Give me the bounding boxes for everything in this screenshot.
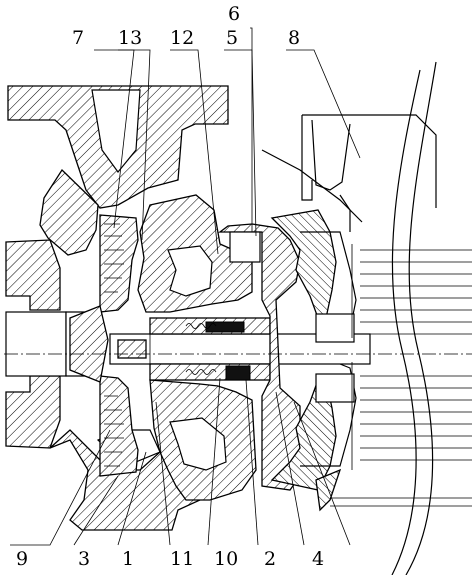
- impeller: [65, 214, 139, 477]
- motor-bracket: [218, 209, 337, 491]
- callout-labels: 9 3 1 11 10 2 4 7 13 12 5 6 8: [16, 3, 324, 570]
- callout-1: 1: [122, 548, 134, 570]
- callout-11: 11: [170, 548, 194, 570]
- mechanical-seal: [149, 317, 271, 381]
- motor-housing: [261, 61, 472, 575]
- callout-2: 2: [264, 548, 276, 570]
- pump-casing: [5, 85, 257, 531]
- callout-6: 6: [228, 3, 240, 25]
- callout-4: 4: [312, 548, 324, 570]
- callout-13: 13: [118, 27, 142, 49]
- callout-8: 8: [288, 27, 300, 49]
- callout-7: 7: [72, 27, 84, 49]
- callout-10: 10: [214, 548, 238, 570]
- callout-3: 3: [78, 548, 90, 570]
- motor-end-shield: [300, 231, 357, 467]
- callout-12: 12: [170, 27, 194, 49]
- leader-lines: [10, 27, 361, 546]
- callout-9: 9: [16, 548, 28, 570]
- callout-5: 5: [226, 27, 238, 49]
